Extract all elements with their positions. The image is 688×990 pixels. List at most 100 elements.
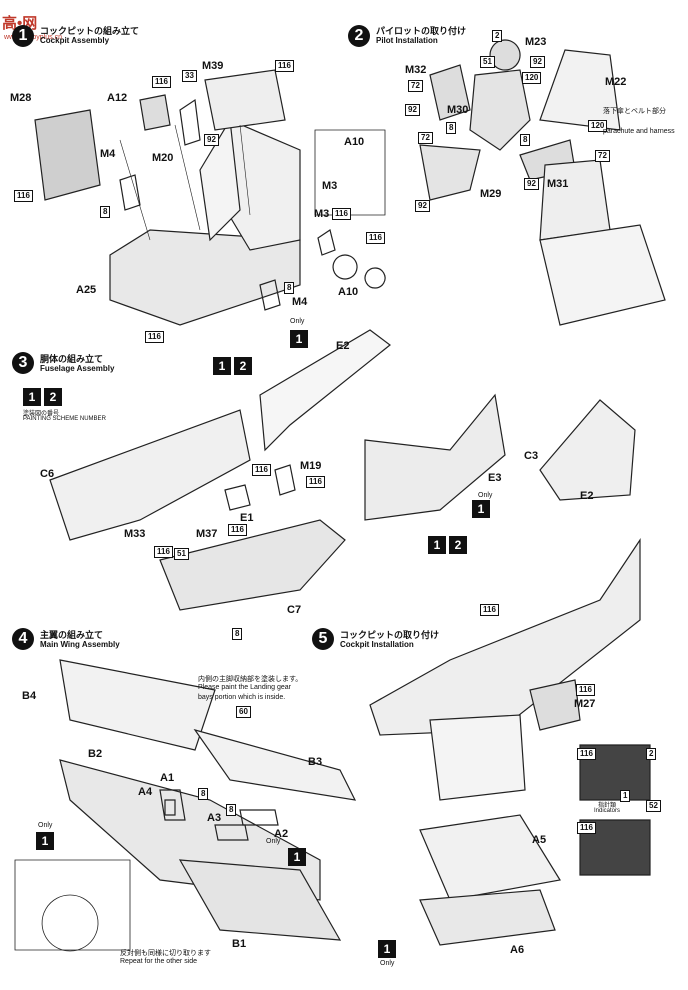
paint-72: 72 (595, 150, 610, 162)
cut-detail-box (14, 859, 131, 951)
c7-fuselage-right (159, 519, 346, 611)
detail-box (314, 129, 386, 216)
step-3-badge: 3 (12, 352, 34, 374)
paint-92: 92 (204, 134, 219, 146)
b3-wing-top (193, 728, 357, 801)
step-4-badge: 4 (12, 628, 34, 650)
parachute-note-en: parachute and harness (603, 128, 675, 135)
part-label-m29: M29 (480, 188, 502, 200)
step-5-badge: 5 (312, 628, 334, 650)
part-label-e3: E3 (488, 472, 502, 484)
pilot-arm-m32 (429, 64, 471, 121)
pilot-legs (419, 144, 481, 201)
indicators-en: Indicators (594, 808, 621, 814)
part-label-e1: E1 (240, 512, 254, 524)
part-label-m22: M22 (605, 76, 627, 88)
paint-72: 72 (408, 80, 423, 92)
paint-92: 92 (405, 104, 420, 116)
scheme-note-jp: 塗装図の番号 (23, 411, 60, 417)
m4-pedal-a (119, 174, 141, 211)
rudder-detail (539, 399, 636, 501)
paint-116: 116 (14, 190, 33, 202)
part-label-c6: C6 (40, 468, 55, 480)
repeat-note-jp: 反対側も同様に切り取ります (120, 950, 211, 957)
cut-detail-circle (41, 894, 99, 952)
only-label: Only (478, 492, 493, 499)
paint-72: 72 (418, 132, 433, 144)
part-label-a10-a: A10 (344, 136, 365, 148)
part-label-m19: M19 (300, 460, 322, 472)
scheme-badge-1: 1 (23, 388, 41, 406)
paint-116: 116 (332, 208, 351, 220)
scheme-badge-2: 2 (234, 357, 252, 375)
scheme-badge-1: 1 (36, 832, 54, 850)
part-label-m39: M39 (202, 60, 224, 72)
scheme-badge-1: 1 (378, 940, 396, 958)
e2-frame (259, 329, 391, 452)
part-label-c3: C3 (524, 450, 539, 462)
cockpit-with-pilot (429, 714, 526, 801)
gear-note-en-1: Please paint the Landing gear (198, 684, 292, 691)
m19-bracket (274, 464, 296, 496)
indicators-jp: 指針類 (598, 803, 617, 809)
gear-note-en-2: bays portion which is inside. (198, 694, 286, 701)
scheme-badge-2: 2 (449, 536, 467, 554)
part-label-b3: B3 (308, 756, 323, 768)
part-label-m27: M27 (574, 698, 596, 710)
pilot-head (489, 39, 521, 71)
part-label-a5: A5 (532, 834, 547, 846)
scheme-badge-1: 1 (290, 330, 308, 348)
part-label-m20: M20 (152, 152, 174, 164)
instrument-panel-2 (579, 819, 651, 876)
scheme-badge-1: 1 (428, 536, 446, 554)
part-label-m33: M33 (124, 528, 146, 540)
paint-60: 60 (236, 706, 251, 718)
paint-92: 92 (524, 178, 539, 190)
paint-116: 116 (252, 464, 271, 476)
e1-panel (224, 484, 251, 511)
m3-bracket (317, 229, 336, 256)
part-label-a12: A12 (107, 92, 128, 104)
paint-116: 116 (366, 232, 385, 244)
paint-116: 116 (577, 748, 596, 760)
paint-8: 8 (520, 134, 531, 146)
m22-seat-back (539, 49, 621, 131)
part-label-m28: M28 (10, 92, 32, 104)
step-3-title-en: Fuselage Assembly (40, 364, 115, 373)
paint-33: 33 (182, 70, 197, 82)
paint-8: 8 (100, 206, 111, 218)
paint-8: 8 (284, 282, 295, 294)
paint-116: 116 (145, 331, 164, 343)
m27-panel (529, 679, 581, 731)
part-label-m31: M31 (547, 178, 569, 190)
cockpit-side-frame (199, 118, 241, 242)
a12-box (139, 94, 171, 131)
paint-92: 92 (415, 200, 430, 212)
step-5-title-jp: コックピットの取り付け (340, 630, 440, 640)
step-1-title-en: Cockpit Assembly (40, 36, 110, 45)
paint-116: 116 (576, 684, 595, 696)
part-label-e2-b: E2 (580, 490, 594, 502)
step-2-title-en: Pilot Installation (376, 36, 438, 45)
step-2-title-jp: パイロットの取り付け (376, 26, 467, 36)
scheme-badge-1: 1 (288, 848, 306, 866)
seated-cockpit (539, 224, 666, 326)
scheme-badge-2: 2 (44, 388, 62, 406)
pilot-torso (469, 69, 531, 151)
part-label-m30: M30 (447, 104, 469, 116)
a2-panel (239, 809, 279, 826)
part-label-c7: C7 (287, 604, 302, 616)
a1-panel (159, 789, 186, 821)
a10-wheel-2 (364, 267, 386, 289)
paint-120: 120 (522, 72, 542, 84)
paint-2: 2 (492, 30, 503, 42)
part-label-a4: A4 (138, 786, 153, 798)
cockpit-frame (419, 814, 561, 901)
m4-pedal-b (259, 279, 281, 311)
part-label-m32: M32 (405, 64, 427, 76)
paint-51: 51 (480, 56, 495, 68)
parachute-note-jp: 落下傘とベルト部分 (603, 108, 666, 115)
m20-lever (179, 98, 201, 146)
a10-wheel (332, 254, 358, 280)
